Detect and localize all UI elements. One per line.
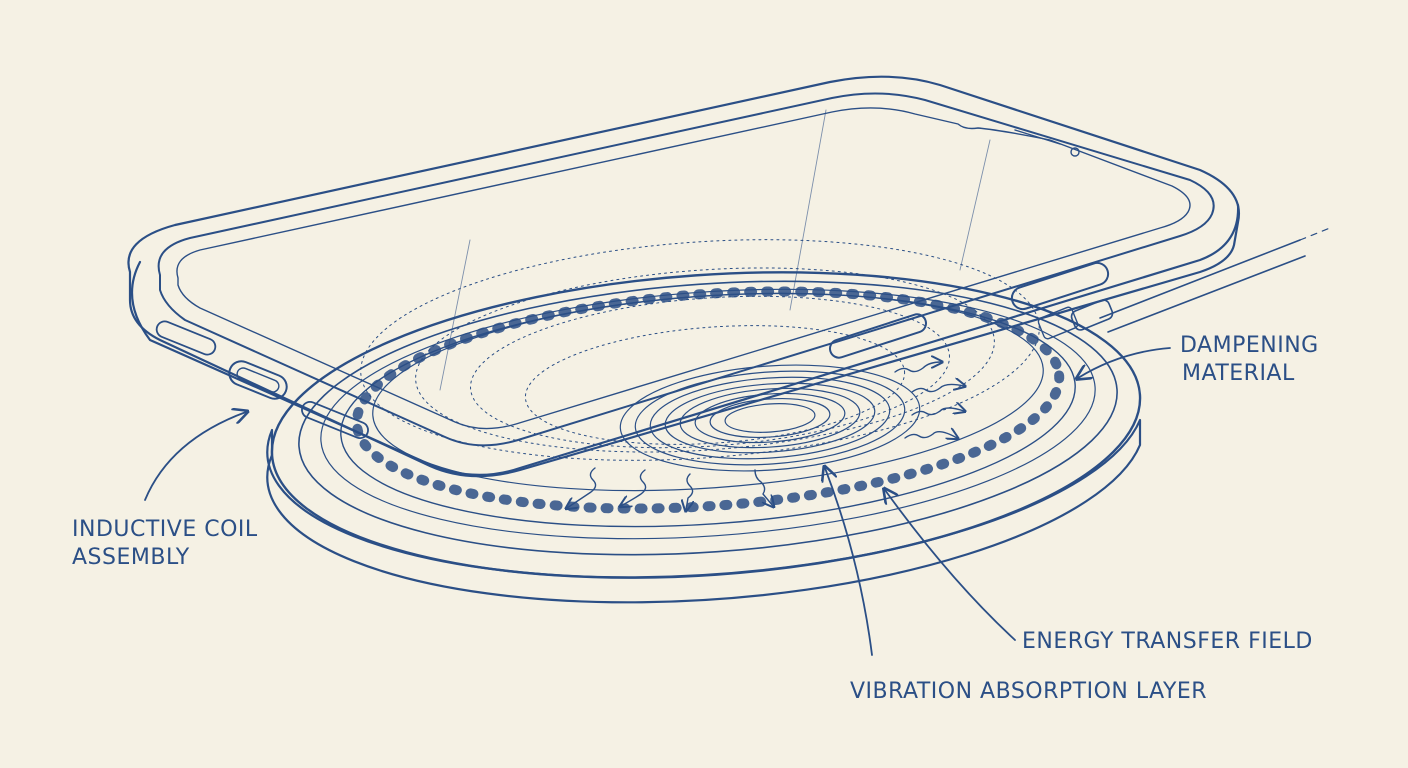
side-button-long xyxy=(1010,261,1110,311)
phone-screen-frame xyxy=(157,92,1215,447)
label-inductive-coil: INDUCTIVE COIL ASSEMBLY xyxy=(72,517,265,570)
arrow-dampening xyxy=(1078,347,1171,378)
arrow-inductive xyxy=(144,412,246,501)
phone-body-side xyxy=(130,203,1240,476)
callout-arrows xyxy=(144,347,1171,656)
smartphone xyxy=(127,75,1241,478)
bottom-speaker-left xyxy=(155,320,217,356)
charging-port xyxy=(228,360,288,400)
dampening-ring-slots xyxy=(351,286,1065,514)
phone-screen xyxy=(176,107,1191,430)
label-dampening: DAMPENING MATERIAL xyxy=(1180,333,1326,386)
pad-rim-outer xyxy=(298,280,1118,556)
front-camera xyxy=(1070,147,1080,157)
phone-body-outline xyxy=(127,75,1241,478)
charging-pad xyxy=(266,239,1142,604)
label-vibration-absorption: VIBRATION ABSORPTION LAYER xyxy=(850,679,1207,704)
arrow-energy xyxy=(885,490,1016,641)
pad-rim-inner xyxy=(320,288,1096,540)
energy-wave-arrows xyxy=(567,362,964,510)
pad-base-outline xyxy=(270,271,1142,579)
bottom-speaker-right xyxy=(301,400,369,440)
arrow-vibration xyxy=(825,468,873,656)
charging-cable xyxy=(1037,227,1331,340)
side-button-short xyxy=(829,313,927,359)
speaker-grille xyxy=(1014,129,1061,145)
inductive-coil xyxy=(619,364,921,472)
label-energy-transfer: ENERGY TRANSFER FIELD xyxy=(1022,629,1313,654)
dampening-ring-inner xyxy=(372,292,1044,492)
callout-labels: DAMPENING MATERIAL INDUCTIVE COIL ASSEMB… xyxy=(72,333,1326,704)
